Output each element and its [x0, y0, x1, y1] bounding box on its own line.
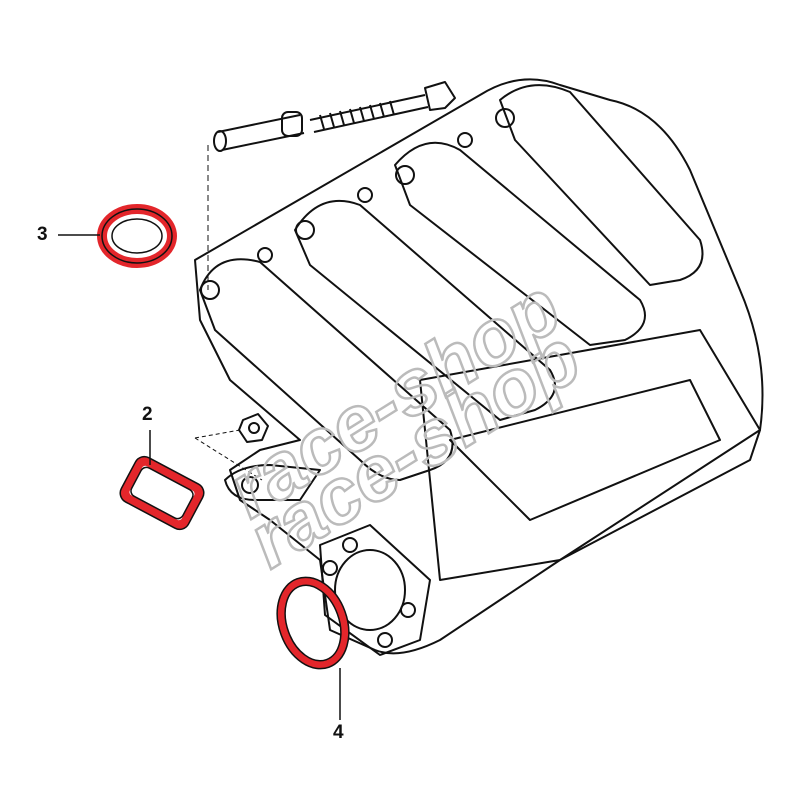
callout-2: 2 — [142, 404, 153, 425]
watermark-race-shop: race-shop race-shop — [211, 261, 596, 586]
gasket-4 — [276, 576, 350, 670]
gasket-2 — [119, 455, 205, 531]
intake-manifold — [194, 78, 764, 656]
callout-leaders — [58, 234, 341, 720]
callout-4: 4 — [333, 722, 344, 743]
gasket-3 — [97, 204, 177, 268]
callout-3: 3 — [37, 224, 48, 245]
